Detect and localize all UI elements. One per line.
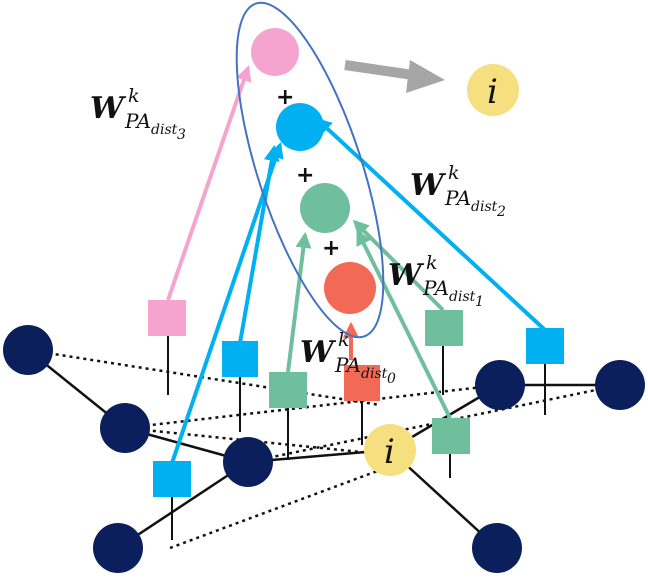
weight-subsubscript: dist: [449, 289, 476, 305]
blue-square: [526, 328, 564, 364]
graph-node: [3, 325, 53, 375]
blue-square: [222, 341, 258, 377]
teal-square: [432, 418, 470, 454]
blue-arrow: [170, 141, 284, 464]
teal-square: [269, 372, 307, 408]
plus-sign: +: [322, 236, 340, 261]
output-arrow-head: [406, 60, 445, 93]
blue-arrow: [315, 117, 547, 332]
teal-arrow: [356, 229, 452, 419]
graph-node: [93, 523, 143, 573]
weight-subsubscript: dist: [151, 122, 178, 138]
teal-square: [425, 310, 463, 346]
dotted-edge: [169, 468, 381, 550]
weight-index: 1: [475, 294, 484, 310]
weight-superscript: k: [448, 162, 460, 184]
weight-symbol: W: [90, 91, 127, 126]
pink-aggregate-node: [251, 28, 299, 76]
dotted-edge: [27, 348, 381, 407]
graph-node: [475, 360, 525, 410]
teal-aggregate-node: [300, 183, 350, 233]
weight-symbol: W: [410, 168, 447, 203]
weight-superscript: k: [128, 85, 140, 107]
blue-arrows: [170, 117, 547, 464]
weight-index: 2: [496, 204, 506, 220]
pink-arrows: [166, 64, 252, 301]
weight-label-dist0: W k PA dist 0: [300, 329, 396, 387]
graph-edge: [117, 460, 249, 550]
target-node-label: i: [384, 432, 395, 472]
graph-node: [472, 523, 522, 573]
target-node: [364, 424, 416, 476]
blue-square: [153, 461, 191, 497]
output-arrow: [344, 60, 445, 93]
aggregation-ellipse: [235, 1, 385, 339]
pink-arrow: [166, 64, 252, 301]
weight-superscript: k: [338, 329, 350, 351]
graph-node: [223, 437, 273, 487]
output-target-node-label: i: [487, 72, 498, 112]
weight-subscript: PA: [124, 109, 151, 133]
output-arrow-shaft: [344, 60, 421, 81]
weight-subscript: PA: [334, 353, 361, 377]
teal-arrow: [286, 231, 312, 373]
plus-sign: +: [276, 85, 294, 110]
graph-node: [100, 403, 150, 453]
pink-square: [148, 300, 186, 336]
square-stems: [167, 335, 546, 540]
weight-label-dist3: W k PA dist 3: [90, 85, 186, 143]
weight-superscript: k: [426, 252, 438, 274]
weight-index: 3: [177, 127, 186, 143]
weight-index: 0: [387, 371, 396, 387]
weight-subsubscript: dist: [361, 366, 388, 382]
weight-label-dist2: W k PA dist 2: [410, 162, 506, 220]
graph-node: [595, 360, 645, 410]
weight-subscript: PA: [422, 276, 449, 300]
weight-subsubscript: dist: [471, 199, 498, 215]
weight-subscript: PA: [444, 186, 471, 210]
red-aggregate-node: [324, 262, 376, 314]
weight-symbol: W: [388, 258, 425, 293]
red-square: [344, 365, 380, 401]
output-target-node: [467, 64, 519, 116]
weight-label-dist1: W k PA dist 1: [388, 252, 484, 310]
plus-sign: +: [296, 163, 314, 188]
weight-symbol: W: [300, 335, 337, 370]
teal-arrows: [286, 219, 452, 419]
blue-aggregate-node: [276, 103, 324, 151]
